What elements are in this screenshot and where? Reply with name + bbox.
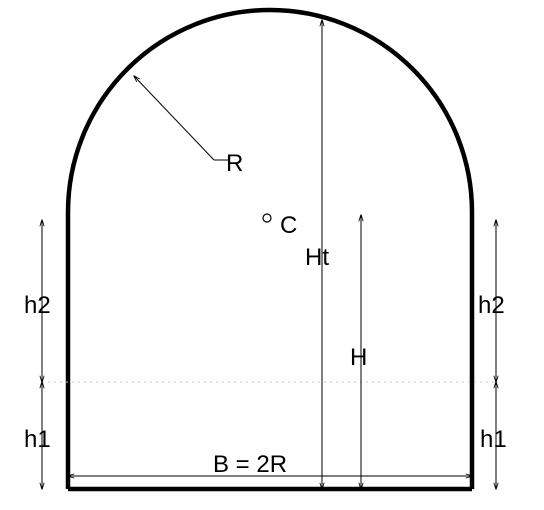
h1-right-label: h1 xyxy=(480,426,507,453)
base-label: B = 2R xyxy=(213,451,287,478)
center-label: C xyxy=(280,212,297,239)
h1-left-label: h1 xyxy=(24,426,51,453)
tunnel-outline xyxy=(65,7,475,489)
total-height-label: Ht xyxy=(305,244,329,271)
center-point-marker xyxy=(262,213,272,223)
height-label: H xyxy=(350,344,367,371)
radius-leader-line xyxy=(134,76,215,161)
h2-right-label: h2 xyxy=(478,292,505,319)
radius-label: R xyxy=(226,150,243,177)
h2-left-label: h2 xyxy=(24,292,51,319)
